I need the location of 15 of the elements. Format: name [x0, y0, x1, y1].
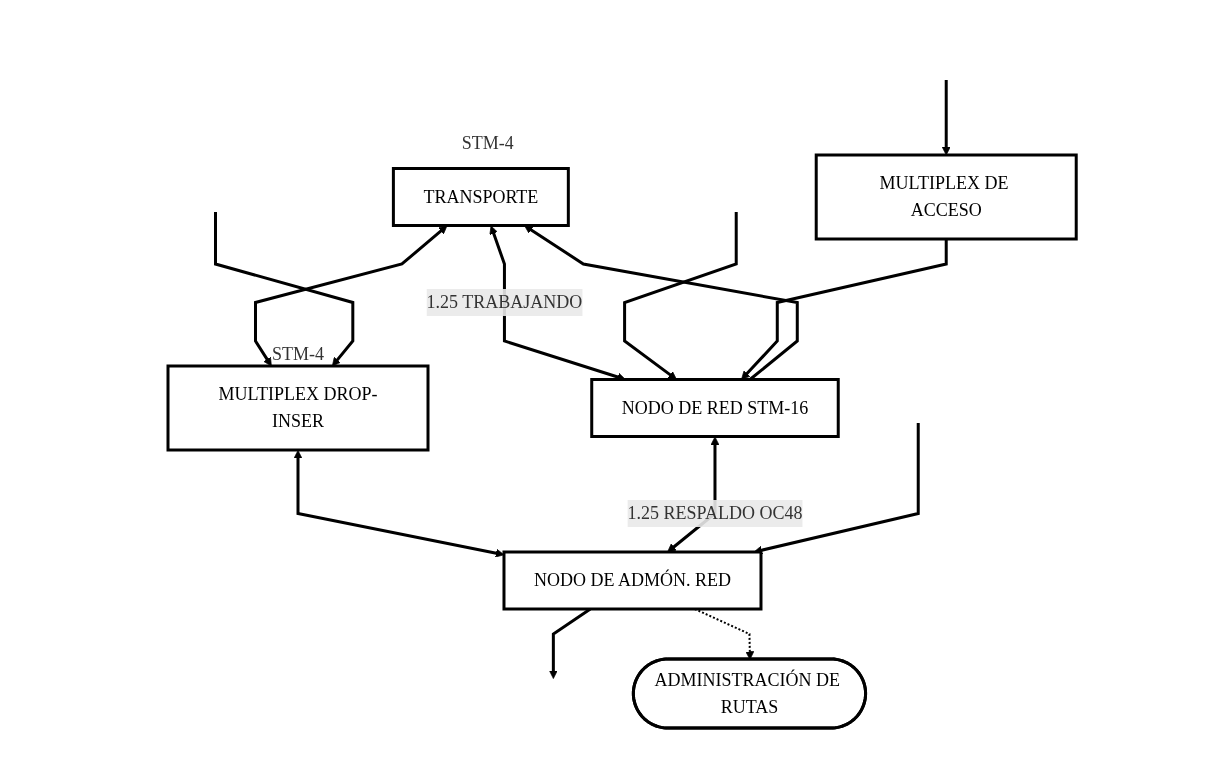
node-label: STM-4 — [272, 343, 325, 364]
node-box — [166, 364, 430, 451]
arrow — [942, 79, 951, 155]
node-box — [392, 166, 571, 227]
node-box — [502, 550, 763, 610]
edge-label: 1.25 TRABAJANDO — [426, 291, 583, 312]
edge-label: 1.25 RESPALDO OC48 — [627, 502, 803, 523]
arrow — [623, 211, 739, 380]
node-box — [590, 377, 841, 438]
node-box — [815, 153, 1079, 240]
arrow — [294, 449, 505, 557]
arrow — [741, 238, 949, 380]
arrow — [754, 422, 921, 554]
node-label: STM-4 — [462, 132, 515, 153]
arrow — [214, 211, 355, 366]
